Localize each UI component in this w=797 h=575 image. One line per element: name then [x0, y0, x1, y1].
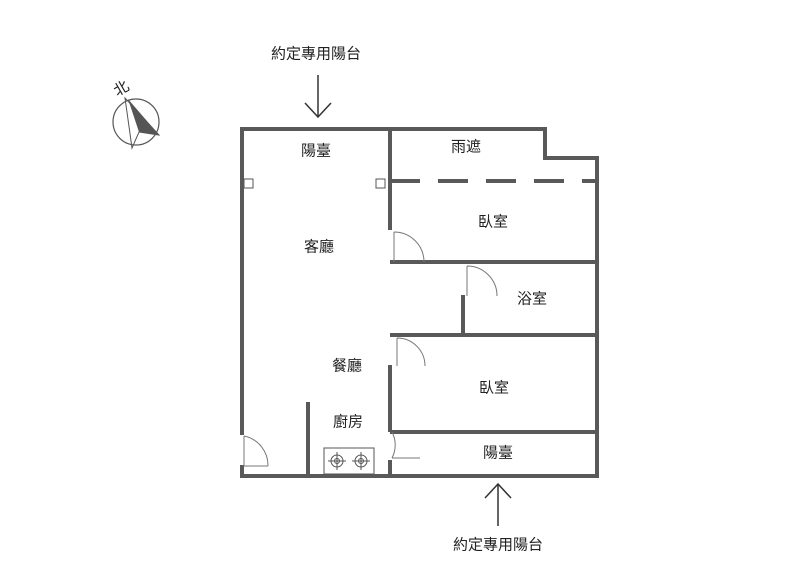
door-entrance: [243, 435, 269, 467]
room-canopy: 雨遮: [450, 137, 482, 156]
door-bathroom: [466, 265, 498, 297]
room-bedroom-2: 臥室: [478, 378, 510, 397]
column-left: [243, 178, 254, 189]
room-balcony-bottom: 陽臺: [482, 443, 514, 462]
room-bedroom-1: 臥室: [477, 212, 509, 231]
doors: [243, 231, 498, 467]
arrow-down-icon: [304, 75, 332, 119]
stove-icon: [323, 447, 375, 475]
room-balcony-top: 陽臺: [300, 141, 332, 160]
top-balcony-annotation: 約定專用陽台: [270, 44, 362, 63]
room-bathroom: 浴室: [516, 289, 548, 308]
column-right: [375, 178, 386, 189]
room-kitchen: 廚房: [332, 412, 364, 431]
door-balcony: [391, 431, 420, 459]
compass-icon: [112, 96, 161, 150]
door-bedroom-1: [393, 231, 425, 263]
bottom-balcony-annotation: 約定專用陽台: [452, 535, 544, 554]
door-bedroom-2: [396, 337, 426, 367]
room-living-room: 客廳: [303, 237, 335, 256]
arrow-up-icon: [484, 482, 512, 526]
room-dining-room: 餐廳: [331, 356, 363, 375]
